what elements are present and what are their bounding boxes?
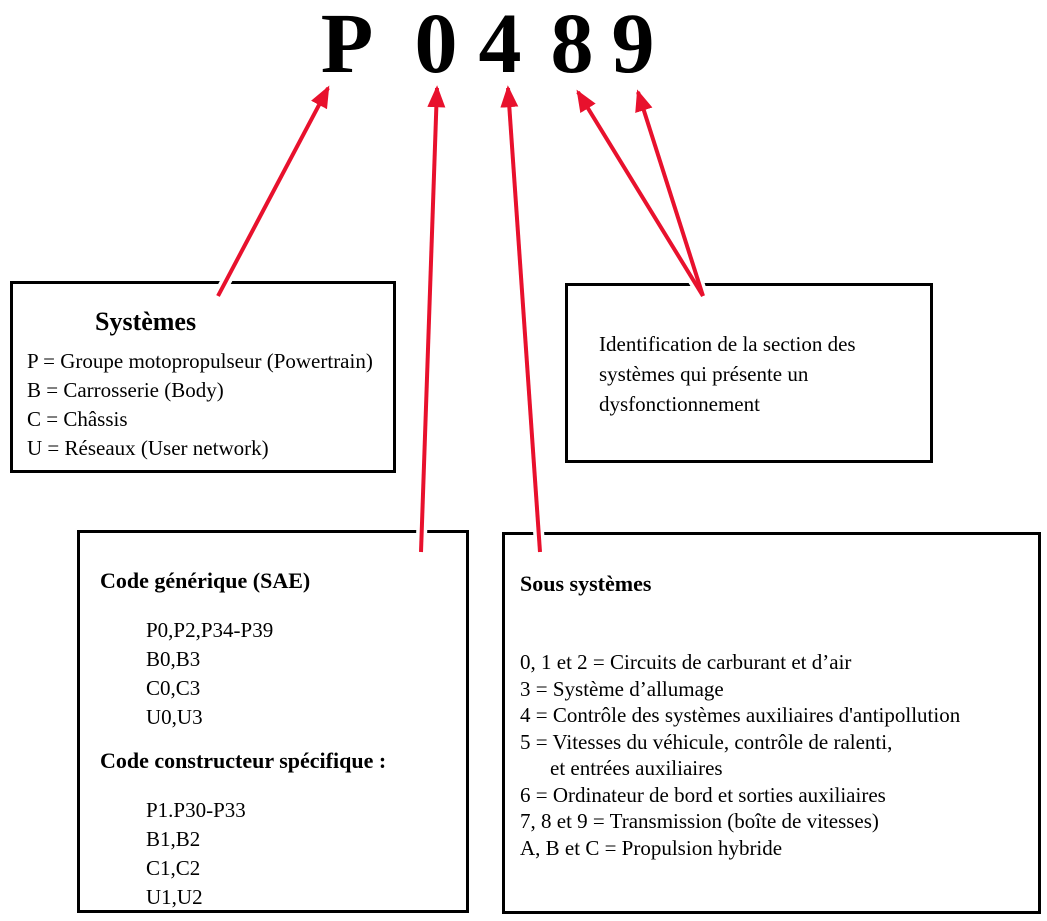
subsystem-item-012: 0, 1 et 2 = Circuits de carburant et d’a… xyxy=(520,650,852,674)
arrow-generic-to-0 xyxy=(419,85,446,553)
manufacturer-code-item-b: B1,B2 xyxy=(146,827,201,851)
subsystems-box: Sous systèmes 0, 1 et 2 = Circuits de ca… xyxy=(502,532,1041,914)
sae-code-item-c: C0,C3 xyxy=(146,676,201,700)
subsystems-list: 0, 1 et 2 = Circuits de carburant et d’a… xyxy=(520,649,1038,861)
subsystem-item-abc: A, B et C = Propulsion hybride xyxy=(520,835,783,860)
section-identification-text: Identification de la section des système… xyxy=(599,332,856,416)
arrow-section-to-9 xyxy=(635,89,705,297)
manufacturer-code-item-p: P1.P30-P33 xyxy=(146,798,246,822)
subsystem-item-6: 6 = Ordinateur de bord et sorties auxili… xyxy=(520,782,886,807)
code-char-system: P xyxy=(320,0,374,91)
manufacturer-code-title: Code constructeur spécifique : xyxy=(100,748,387,773)
system-item-body: B = Carrosserie (Body) xyxy=(27,378,224,402)
arrow-section-to-8 xyxy=(576,89,705,298)
subsystem-item-3: 3 = Système d’allumage xyxy=(520,676,724,701)
subsystem-item-789: 7, 8 et 9 = Transmission (boîte de vites… xyxy=(520,809,879,833)
subsystem-item-5-continued: et entrées auxiliaires xyxy=(550,756,723,780)
code-char-section2: 9 xyxy=(611,0,655,91)
systems-box-title: Systèmes xyxy=(95,307,197,336)
generic-code-box: Code générique (SAE) P0,P2,P34-P39 B0,B3… xyxy=(77,530,469,913)
code-char-section1: 8 xyxy=(550,0,594,91)
section-identification-box: Identification de la section des système… xyxy=(565,283,933,463)
subsystems-box-title: Sous systèmes xyxy=(520,571,652,596)
sae-code-list: P0,P2,P34-P39 B0,B3 C0,C3 U0,U3 xyxy=(146,616,466,732)
subsystem-item-4: 4 = Contrôle des systèmes auxiliaires d'… xyxy=(520,703,961,727)
system-item-powertrain: P = Groupe motopropulseur (Powertrain) xyxy=(27,349,373,373)
arrow-systems-to-P xyxy=(216,85,330,297)
manufacturer-code-item-u: U1,U2 xyxy=(146,885,203,909)
sae-code-item-b: B0,B3 xyxy=(146,647,201,671)
generic-code-title: Code générique (SAE) xyxy=(100,568,311,593)
arrow-subsystems-to-4 xyxy=(500,85,542,553)
manufacturer-code-list: P1.P30-P33 B1,B2 C1,C2 U1,U2 xyxy=(146,796,466,912)
manufacturer-code-item-c: C1,C2 xyxy=(146,856,201,880)
sae-code-item-p: P0,P2,P34-P39 xyxy=(146,618,274,642)
code-char-subsystem: 4 xyxy=(478,0,522,91)
code-char-generic: 0 xyxy=(414,0,458,91)
system-item-chassis: C = Châssis xyxy=(27,407,128,431)
system-item-network: U = Réseaux (User network) xyxy=(27,436,269,460)
sae-code-item-u: U0,U3 xyxy=(146,705,203,729)
systems-box: Systèmes P = Groupe motopropulseur (Powe… xyxy=(10,281,396,473)
subsystem-item-5: 5 = Vitesses du véhicule, contrôle de ra… xyxy=(520,729,893,754)
